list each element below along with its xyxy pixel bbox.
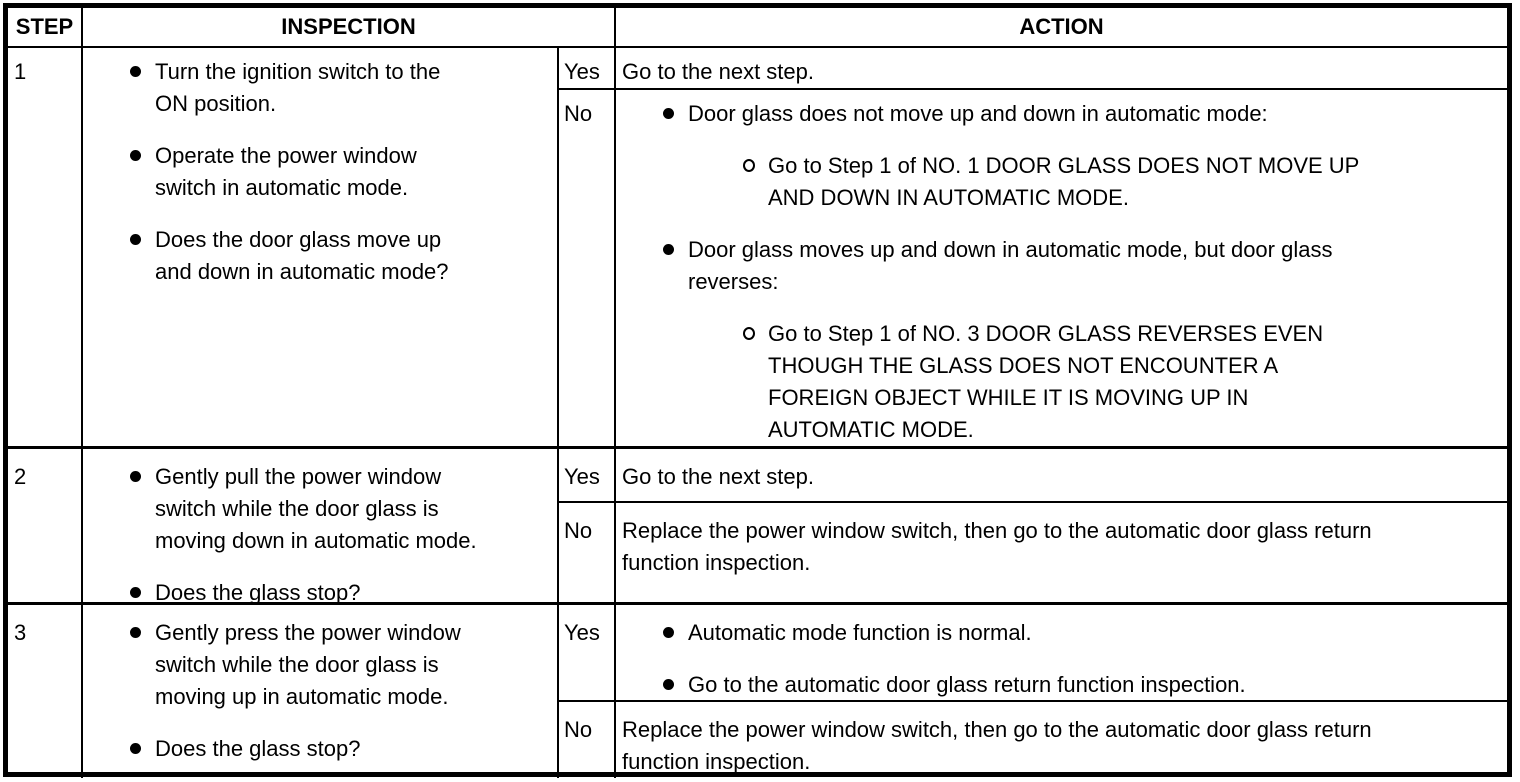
bullet-icon bbox=[130, 627, 141, 638]
table-header-row: STEP INSPECTION ACTION bbox=[8, 8, 1507, 48]
action-sub-bullet: Go to Step 1 of NO. 3 DOOR GLASS REVERSE… bbox=[743, 318, 1497, 446]
troubleshooting-table: STEP INSPECTION ACTION 1 Turn the igniti… bbox=[3, 3, 1512, 778]
hollow-bullet-icon bbox=[743, 327, 755, 340]
action-bullet: Door glass does not move up and down in … bbox=[663, 98, 1497, 130]
action-text: Go to Step 1 of NO. 3 DOOR GLASS REVERSE… bbox=[768, 321, 1324, 442]
inspection-text: Gently pull the power window switch whil… bbox=[155, 464, 477, 553]
inspection-bullet: Does the door glass move up and down in … bbox=[130, 224, 547, 288]
answer-label-yes: Yes bbox=[559, 48, 616, 88]
action-cell: Go to the next step. bbox=[616, 48, 1507, 88]
inspection-bullet: Gently press the power window switch whi… bbox=[130, 617, 547, 713]
action-text: Replace the power window switch, then go… bbox=[622, 518, 1372, 575]
inspection-bullet: Operate the power window switch in autom… bbox=[130, 140, 547, 204]
action-text: Replace the power window switch, then go… bbox=[622, 717, 1372, 774]
hollow-bullet-icon bbox=[743, 159, 755, 172]
action-yes-row: Yes Go to the next step. bbox=[559, 449, 1507, 503]
action-cell: Go to the next step. bbox=[616, 449, 1507, 501]
step-number-cell: 2 bbox=[8, 449, 83, 602]
action-text: Go to the next step. bbox=[622, 59, 815, 84]
table-row-step-2: 2 Gently pull the power window switch wh… bbox=[8, 449, 1507, 605]
action-no-row: No Replace the power window switch, then… bbox=[559, 702, 1507, 778]
action-yes-row: Yes Automatic mode function is normal. G… bbox=[559, 605, 1507, 702]
table-row-step-1: 1 Turn the ignition switch to the ON pos… bbox=[8, 48, 1507, 449]
action-yes-row: Yes Go to the next step. bbox=[559, 48, 1507, 90]
inspection-bullet: Does the glass stop? bbox=[130, 577, 547, 609]
inspection-text: Does the door glass move up and down in … bbox=[155, 227, 449, 284]
action-no-row: No Replace the power window switch, then… bbox=[559, 503, 1507, 602]
inspection-text: Turn the ignition switch to the ON posit… bbox=[155, 59, 441, 116]
bullet-icon bbox=[663, 679, 674, 690]
inspection-cell: Gently press the power window switch whi… bbox=[83, 605, 559, 778]
inspection-cell: Turn the ignition switch to the ON posit… bbox=[83, 48, 559, 446]
bullet-icon bbox=[130, 471, 141, 482]
action-text: Automatic mode function is normal. bbox=[688, 620, 1032, 645]
header-step: STEP bbox=[8, 8, 83, 46]
action-bullet: Go to the automatic door glass return fu… bbox=[663, 669, 1497, 700]
answer-label-yes: Yes bbox=[559, 449, 616, 501]
action-text: Go to Step 1 of NO. 1 DOOR GLASS DOES NO… bbox=[768, 153, 1360, 210]
action-cell: Door glass does not move up and down in … bbox=[616, 90, 1507, 446]
inspection-bullet: Gently pull the power window switch whil… bbox=[130, 461, 547, 557]
answer-label-no: No bbox=[559, 702, 616, 778]
answer-label-yes: Yes bbox=[559, 605, 616, 700]
action-text: Door glass moves up and down in automati… bbox=[688, 237, 1333, 294]
action-cell: Automatic mode function is normal. Go to… bbox=[616, 605, 1507, 700]
inspection-text: Gently press the power window switch whi… bbox=[155, 620, 461, 709]
bullet-icon bbox=[663, 627, 674, 638]
inspection-text: Operate the power window switch in autom… bbox=[155, 143, 417, 200]
bullet-icon bbox=[130, 150, 141, 161]
inspection-cell: Gently pull the power window switch whil… bbox=[83, 449, 559, 605]
bullet-icon bbox=[663, 244, 674, 255]
inspection-text: Does the glass stop? bbox=[155, 736, 361, 761]
inspection-bullet: Does the glass stop? bbox=[130, 733, 547, 765]
bullet-icon bbox=[130, 743, 141, 754]
inspection-bullet: Turn the ignition switch to the ON posit… bbox=[130, 56, 547, 120]
header-action: ACTION bbox=[1019, 14, 1104, 39]
step-number-cell: 1 bbox=[8, 48, 83, 446]
action-column: Yes Automatic mode function is normal. G… bbox=[559, 605, 1507, 778]
answer-label-no: No bbox=[559, 503, 616, 602]
action-cell: Replace the power window switch, then go… bbox=[616, 702, 1507, 778]
answer-label-no: No bbox=[559, 90, 616, 446]
action-column: Yes Go to the next step. No Replace the … bbox=[559, 449, 1507, 602]
bullet-icon bbox=[663, 108, 674, 119]
action-cell: Replace the power window switch, then go… bbox=[616, 503, 1507, 602]
table-row-step-3: 3 Gently press the power window switch w… bbox=[8, 605, 1507, 778]
action-bullet: Automatic mode function is normal. bbox=[663, 617, 1497, 649]
step-number-cell: 3 bbox=[8, 605, 83, 778]
bullet-icon bbox=[130, 66, 141, 77]
action-text: Door glass does not move up and down in … bbox=[688, 101, 1268, 126]
action-text: Go to the automatic door glass return fu… bbox=[688, 672, 1246, 697]
inspection-text: Does the glass stop? bbox=[155, 580, 361, 605]
action-sub-bullet: Go to Step 1 of NO. 1 DOOR GLASS DOES NO… bbox=[743, 150, 1497, 214]
action-bullet: Door glass moves up and down in automati… bbox=[663, 234, 1497, 298]
action-column: Yes Go to the next step. No Door glass d… bbox=[559, 48, 1507, 446]
header-inspection: INSPECTION bbox=[83, 8, 616, 46]
bullet-icon bbox=[130, 587, 141, 598]
action-no-row: No Door glass does not move up and down … bbox=[559, 90, 1507, 446]
bullet-icon bbox=[130, 234, 141, 245]
action-text: Go to the next step. bbox=[622, 464, 815, 489]
